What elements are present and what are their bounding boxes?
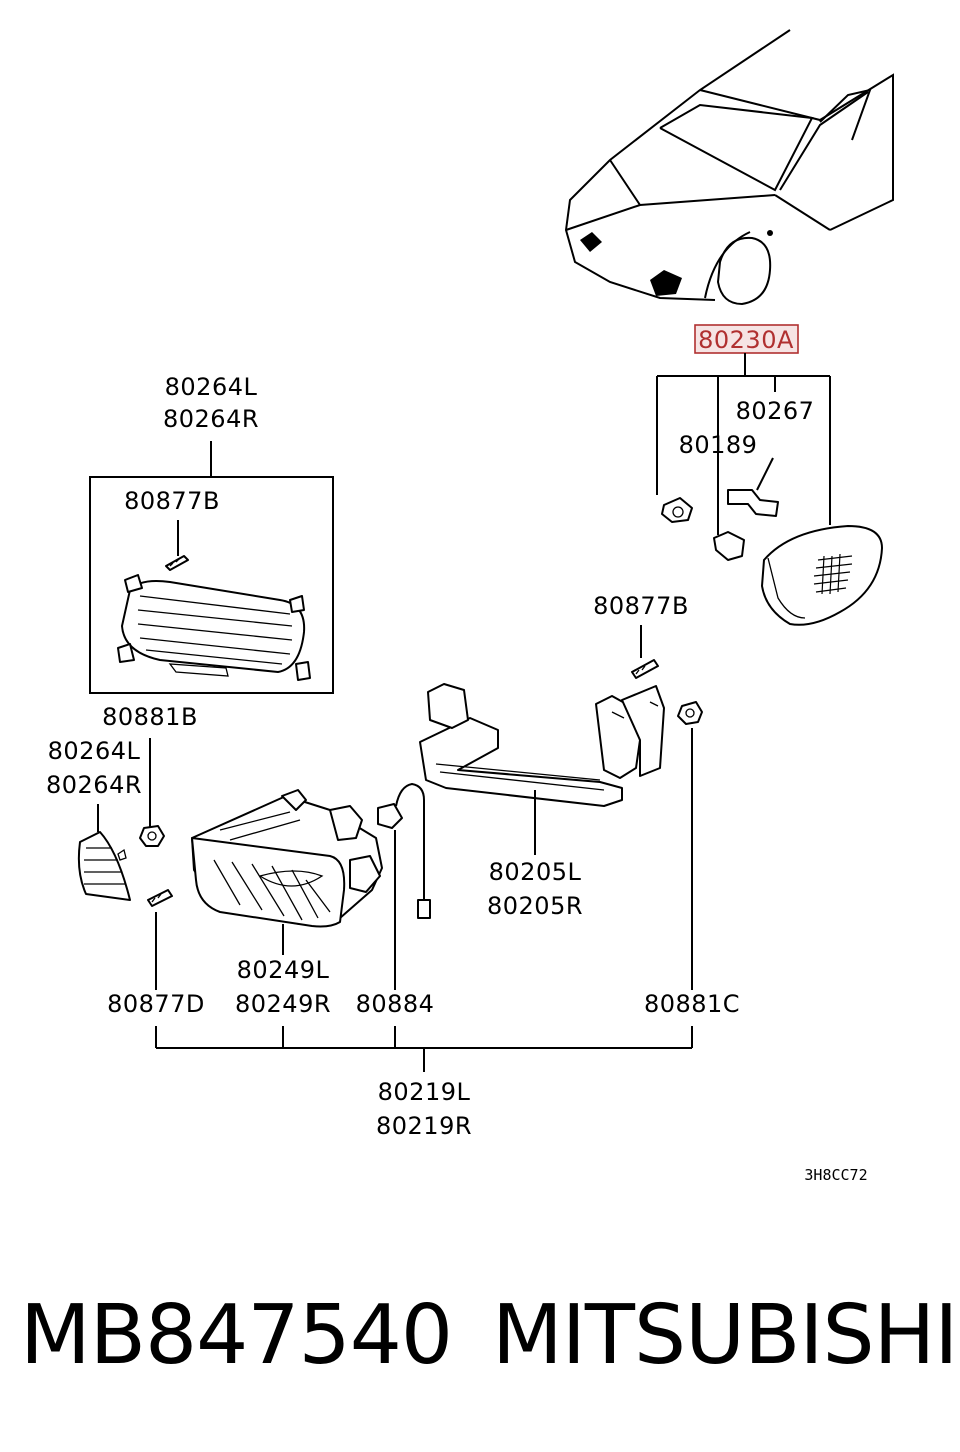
side-marker-lens-icon xyxy=(761,525,883,626)
part-label-80264L-side[interactable]: 80264L xyxy=(48,737,141,765)
part-label-80877B-left[interactable]: 80877B xyxy=(124,487,220,515)
part-label-80881B[interactable]: 80881B xyxy=(102,703,198,731)
harness-80884-icon xyxy=(377,782,431,919)
diagram-code: 3H8CC72 xyxy=(804,1166,867,1184)
screw-80877B-left-icon xyxy=(165,555,189,571)
grille-detail-box xyxy=(89,476,334,694)
fog-lamp-80249-icon xyxy=(191,789,383,928)
part-label-80205L[interactable]: 80205L xyxy=(489,858,582,886)
mounting-bracket-80205-icon xyxy=(419,683,665,807)
car-front-illustration xyxy=(564,29,894,305)
assembly-leader-lines xyxy=(656,353,831,535)
part-label-80881C[interactable]: 80881C xyxy=(644,990,740,1018)
part-label-80219L[interactable]: 80219L xyxy=(378,1078,471,1106)
bulb-80189-icon xyxy=(713,531,745,561)
part-label-80189[interactable]: 80189 xyxy=(679,431,758,459)
part-label-80884[interactable]: 80884 xyxy=(356,990,435,1018)
side-reflector-icon xyxy=(77,831,131,901)
part-number: MB847540 xyxy=(20,1288,453,1383)
group-bracket-80219 xyxy=(155,1026,693,1072)
part-label-80205R[interactable]: 80205R xyxy=(487,892,583,920)
clip-part-icon xyxy=(661,497,693,523)
part-label-80249L[interactable]: 80249L xyxy=(237,956,330,984)
part-label-80219R[interactable]: 80219R xyxy=(376,1112,472,1140)
brand-name: MITSUBISHI xyxy=(492,1288,958,1383)
part-label-80249R[interactable]: 80249R xyxy=(235,990,331,1018)
part-label-80264R-top[interactable]: 80264R xyxy=(163,405,259,433)
part-label-80264L-top[interactable]: 80264L xyxy=(165,373,258,401)
part-label-80267[interactable]: 80267 xyxy=(736,397,815,425)
callout-assembly-80230A: 80230A xyxy=(694,324,799,354)
bracket-80267-icon xyxy=(727,489,779,517)
nut-80881B-icon xyxy=(139,825,165,847)
fog-grille-icon xyxy=(117,574,311,681)
leader-80267 xyxy=(756,457,774,491)
part-label-80877D[interactable]: 80877D xyxy=(107,990,205,1018)
footer: MB847540 MITSUBISHI xyxy=(0,1286,960,1396)
part-label[interactable]: 80230A xyxy=(698,326,794,354)
screw-80877B-right-icon xyxy=(631,659,659,679)
part-label-80877B-right[interactable]: 80877B xyxy=(593,592,689,620)
screw-80877D-icon xyxy=(147,889,173,907)
highlight-box xyxy=(694,324,799,354)
part-label-80264R-side[interactable]: 80264R xyxy=(46,771,142,799)
nut-80881C-icon xyxy=(677,701,703,725)
